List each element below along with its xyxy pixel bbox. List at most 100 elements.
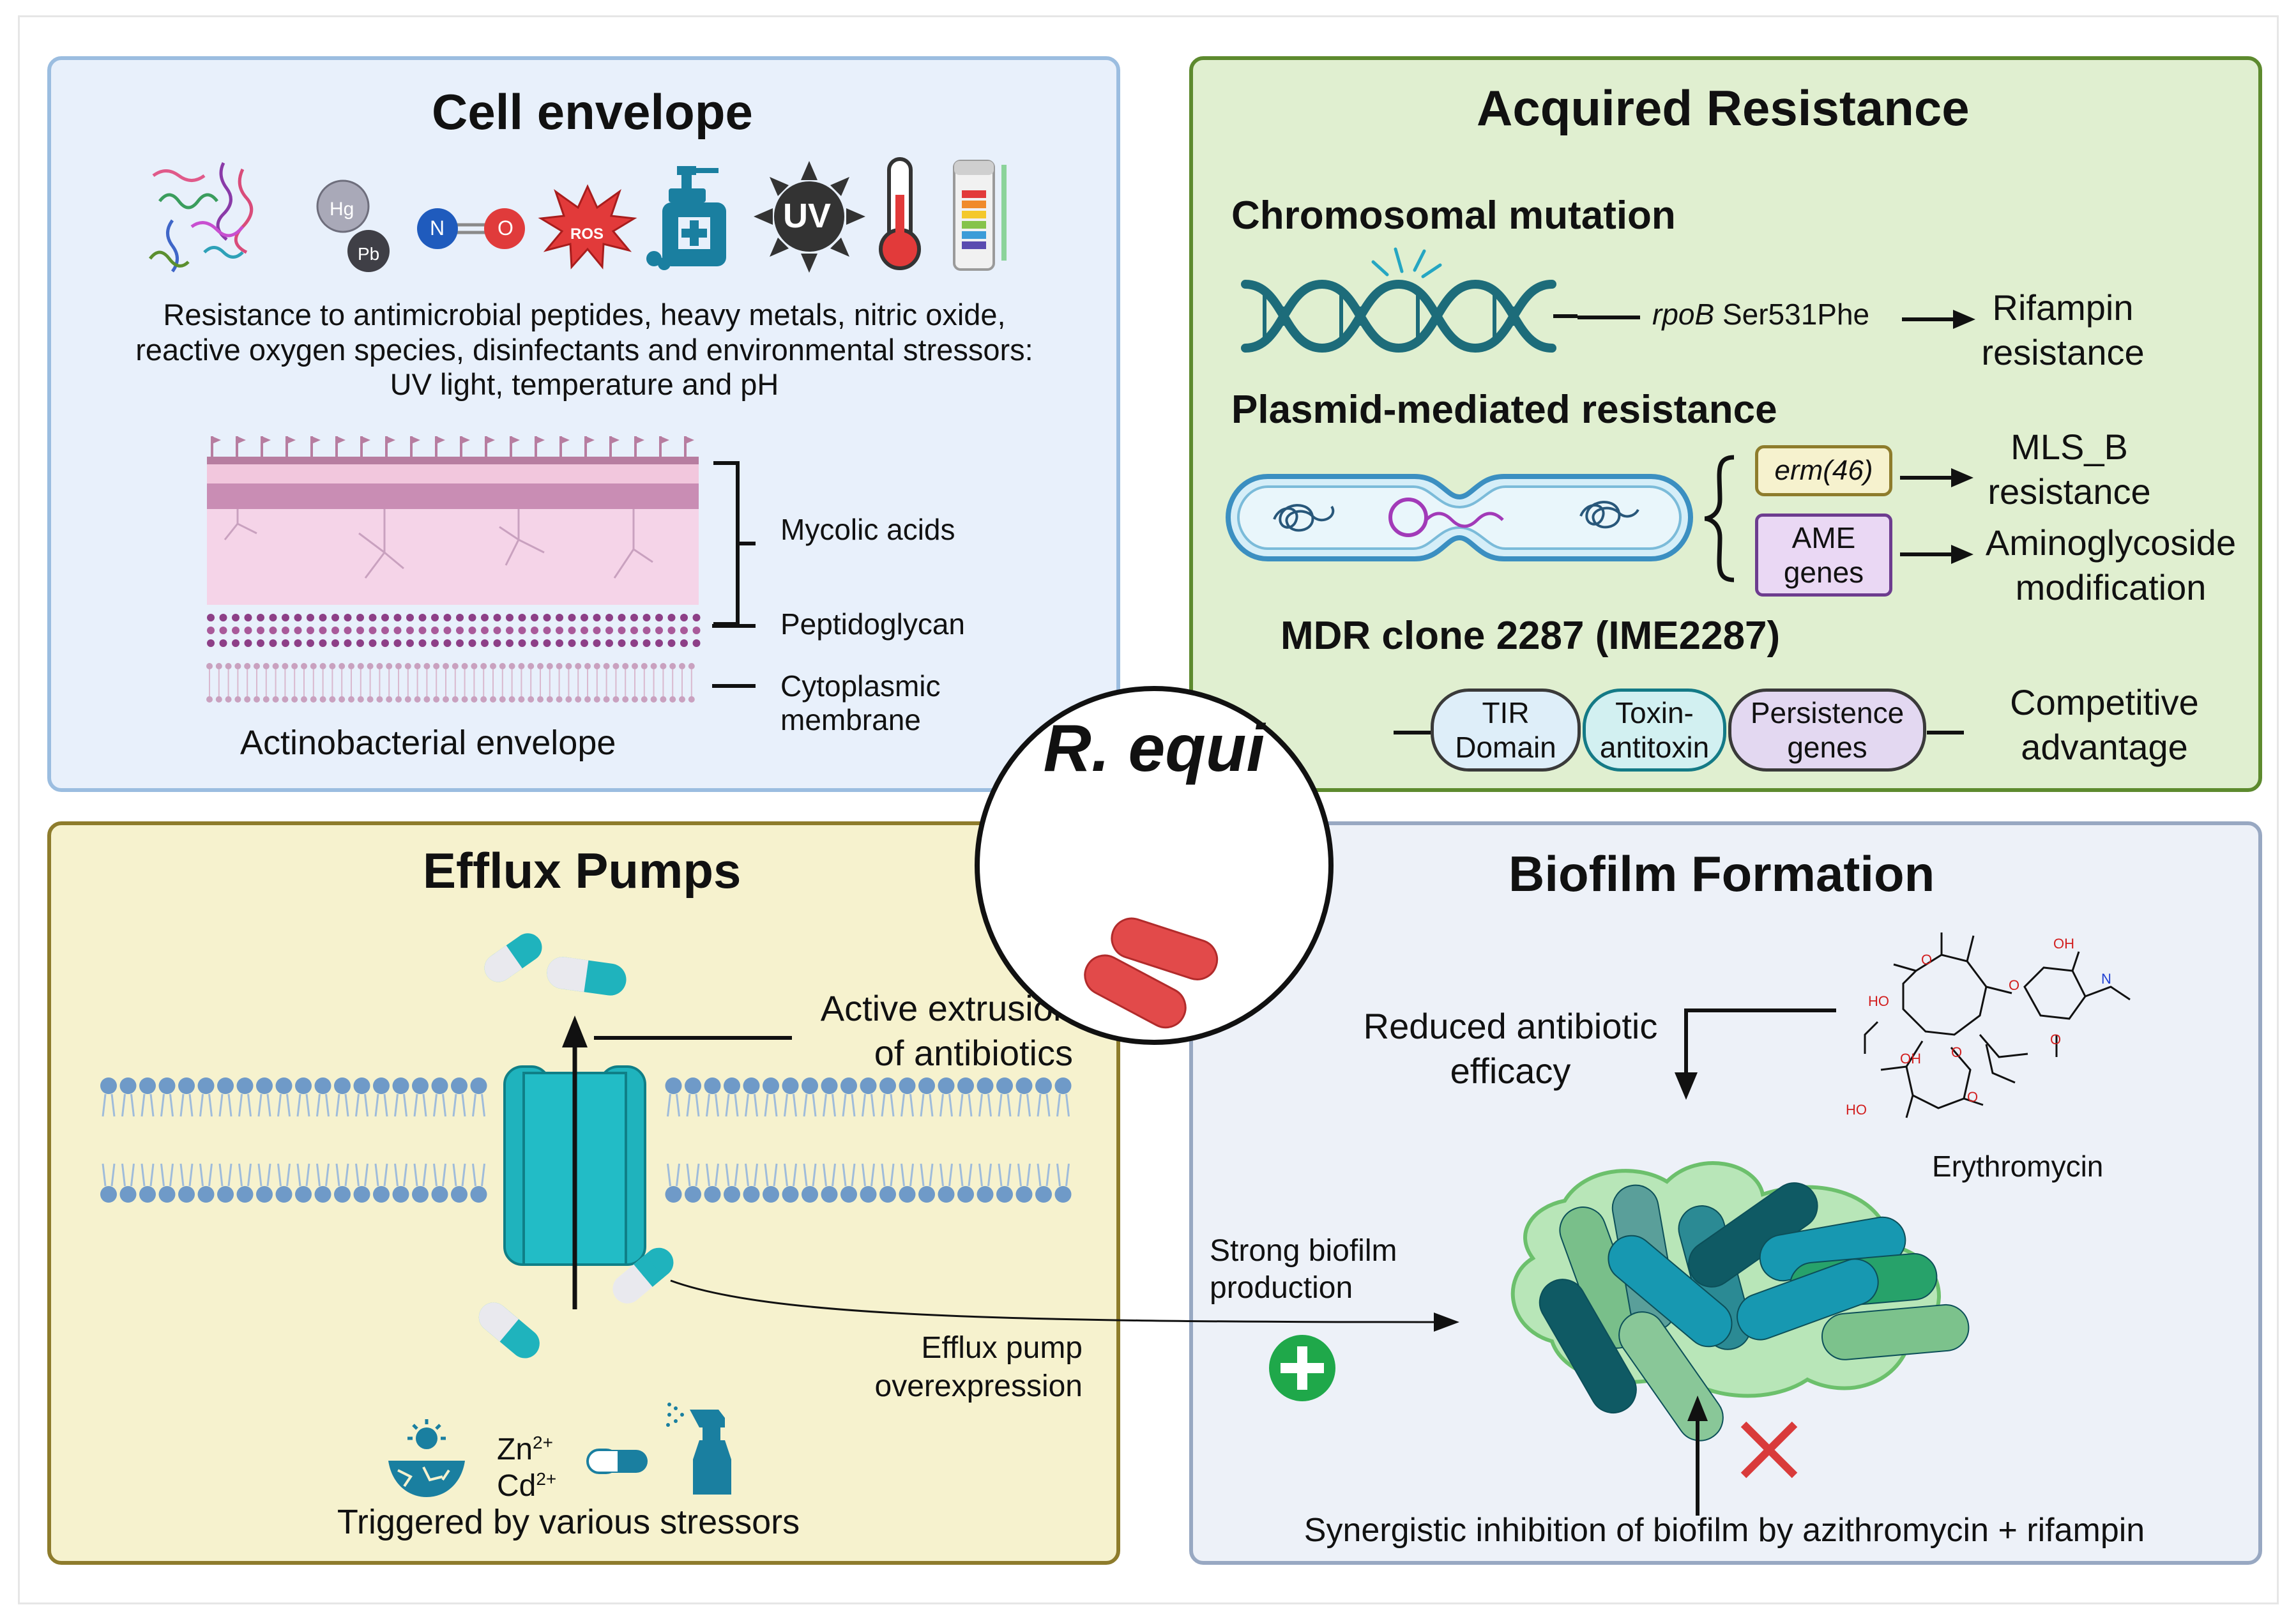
lipid-head — [996, 1077, 1013, 1094]
lipid-head — [470, 1077, 487, 1094]
lipid-head — [443, 663, 449, 669]
lipid-head — [197, 1077, 215, 1094]
lipid-tail — [803, 1163, 817, 1187]
mycolic-acids-bracket — [713, 461, 756, 626]
dna-connector — [1578, 316, 1640, 319]
glycolipid-flag-head — [511, 436, 520, 444]
lipid-head — [938, 1186, 955, 1203]
lipid-tail — [316, 1093, 330, 1117]
peptidoglycan-unit — [618, 639, 626, 647]
lipid-head — [685, 1186, 701, 1203]
peptidoglycan-unit — [244, 614, 252, 621]
lipid-tail — [764, 1093, 778, 1117]
mol-ho-2: HO — [1846, 1102, 1867, 1118]
lipid-tail — [179, 1163, 194, 1187]
overexpression-to-biofilm-arrow — [670, 1279, 1459, 1332]
peptidoglycan-unit — [630, 627, 638, 634]
lipid-tail — [939, 1163, 953, 1187]
peptidoglycan-unit — [443, 614, 452, 621]
peptidoglycan-unit — [618, 614, 626, 621]
lipid-head — [262, 696, 270, 703]
strong-biofilm-line2: production — [1210, 1271, 1353, 1305]
glycolipid-flag-head — [212, 436, 221, 444]
competitive-label-line2: advantage — [2021, 727, 2188, 767]
lipid-head — [957, 1186, 974, 1203]
glycolipid-flag-head — [635, 436, 644, 444]
lipid-tail — [745, 1093, 758, 1117]
glycolipid-flag-head — [287, 436, 296, 444]
glycolipid-flag-head — [262, 436, 271, 444]
mol-o-2: O — [1951, 1044, 1962, 1060]
rifampin-label-line1: Rifampin — [1992, 287, 2134, 328]
lipid-tail — [433, 1163, 446, 1187]
peptidoglycan-unit — [393, 627, 402, 634]
lipid-head — [100, 1186, 117, 1203]
lipid-tail — [706, 1163, 719, 1187]
triggered-label: Triggered by various stressors — [337, 1503, 800, 1541]
peptidoglycan-unit — [307, 614, 314, 621]
overexpression-label-line2: overexpression — [874, 1369, 1083, 1403]
cd-symbol: Cd — [497, 1469, 536, 1503]
peptidoglycan-unit — [406, 627, 414, 634]
lipid-tail — [257, 1093, 271, 1117]
peptidoglycan-unit — [506, 614, 513, 621]
peptidoglycan-unit — [493, 614, 501, 621]
peptidoglycan-unit — [307, 627, 314, 634]
lipid-head — [348, 696, 354, 703]
lipid-head — [367, 663, 374, 669]
peptidoglycan-unit — [356, 614, 364, 621]
peptidoglycan-unit — [581, 614, 588, 621]
zn-charge: 2+ — [533, 1433, 553, 1452]
lipid-tail — [160, 1163, 174, 1187]
mdr-line-right — [1927, 731, 1964, 734]
lipid-tail — [238, 1163, 252, 1187]
lipid-head — [1054, 1186, 1072, 1203]
lipid-head — [528, 663, 535, 669]
lipid-head — [565, 663, 572, 669]
lipid-head — [782, 1186, 799, 1203]
lipid-head — [412, 1186, 429, 1203]
lipid-tail — [472, 1093, 485, 1117]
peptidoglycan-unit — [618, 627, 626, 634]
lipid-head — [443, 696, 449, 703]
lipid-head — [178, 1186, 195, 1203]
mol-ho-1: HO — [1868, 993, 1889, 1009]
lipid-tail — [1017, 1163, 1031, 1187]
envelope-desc-line1: Resistance to antimicrobial peptides, he… — [163, 298, 1006, 331]
lipid-head — [1015, 1186, 1033, 1203]
peptidoglycan-unit — [331, 614, 339, 621]
lipid-tail — [686, 1163, 700, 1187]
lipid-tail — [1056, 1093, 1070, 1117]
lipid-head — [821, 1186, 838, 1203]
pb-label: Pb — [358, 244, 380, 264]
lipid-head — [158, 1186, 176, 1203]
peptidoglycan-unit — [556, 627, 563, 634]
lipid-tail — [920, 1163, 934, 1187]
peptidoglycan-unit — [406, 614, 414, 621]
competitive-label-line1: Competitive — [2010, 682, 2199, 722]
peptidoglycan-unit — [667, 614, 676, 621]
lipid-tail — [277, 1163, 291, 1187]
lipid-head — [665, 1077, 682, 1094]
peptidoglycan-unit — [381, 627, 389, 634]
lipid-head — [329, 663, 336, 669]
lipid-head — [575, 696, 582, 703]
lipid-head — [546, 663, 553, 669]
peptidoglycan-unit — [493, 627, 501, 634]
lipid-head — [275, 1186, 293, 1203]
lipid-head — [206, 696, 213, 703]
lipid-head — [724, 1186, 740, 1203]
lipid-head — [452, 696, 459, 703]
peptidoglycan-unit — [655, 614, 663, 621]
antimicrobial-peptides-icon — [149, 162, 254, 273]
peptidoglycan-unit — [232, 614, 239, 621]
lipid-head — [395, 663, 402, 669]
lipid-head — [499, 696, 506, 703]
synergy-label: Synergistic inhibition of biofilm by azi… — [1304, 1512, 2145, 1549]
peptidoglycan-unit — [369, 627, 377, 634]
peptidoglycan-unit — [431, 614, 439, 621]
lipid-head — [215, 663, 222, 669]
lipid-head — [665, 1186, 682, 1203]
spray-bottle-icon — [666, 1403, 731, 1495]
lipid-head — [556, 696, 563, 703]
